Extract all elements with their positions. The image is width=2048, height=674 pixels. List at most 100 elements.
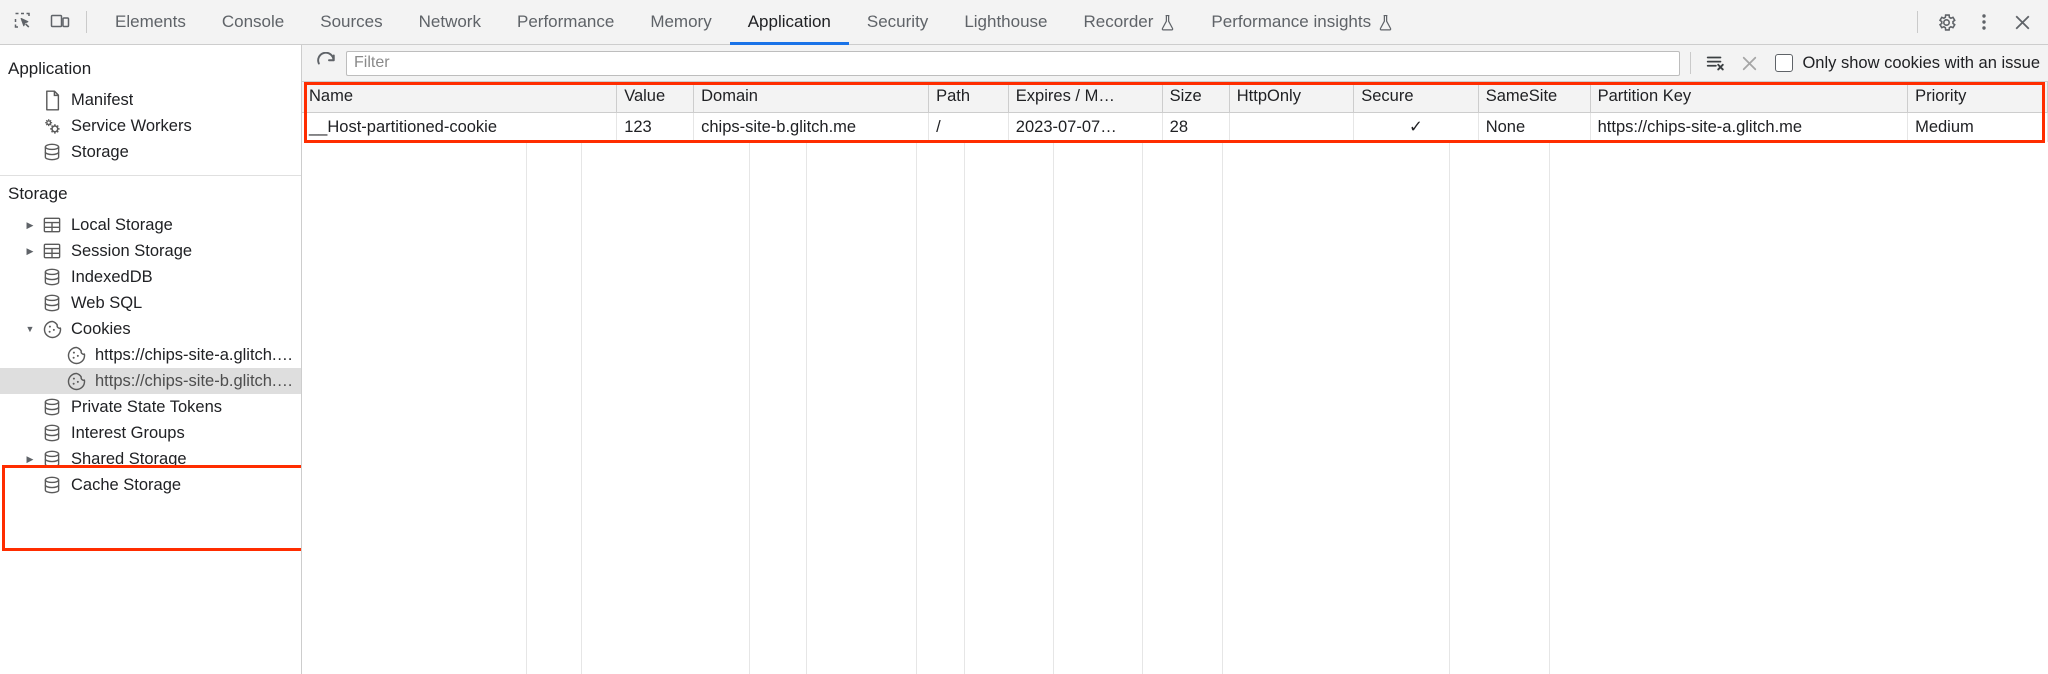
table-icon bbox=[40, 240, 64, 262]
cookie-icon bbox=[40, 318, 64, 340]
sidebar-item-local-storage[interactable]: ▶ Local Storage bbox=[0, 212, 301, 238]
close-icon[interactable] bbox=[2004, 4, 2040, 40]
sidebar-item-label: Manifest bbox=[71, 90, 134, 109]
tab-label: Application bbox=[747, 12, 831, 31]
cell-samesite: None bbox=[1478, 112, 1591, 142]
tab-console[interactable]: Console bbox=[204, 0, 302, 45]
cookie-icon bbox=[64, 344, 88, 366]
clear-cookies-icon[interactable] bbox=[1701, 49, 1729, 77]
grid-column-line bbox=[527, 143, 582, 674]
search-input[interactable] bbox=[346, 50, 1681, 76]
database-icon bbox=[40, 422, 64, 444]
column-header-secure[interactable]: Secure bbox=[1353, 82, 1479, 113]
sidebar-item-label: Storage bbox=[71, 142, 129, 161]
chevron-right-icon[interactable]: ▶ bbox=[26, 245, 34, 256]
sidebar-item-https-chips-site-a-glitch-me[interactable]: ▶https://chips-site-a.glitch.me bbox=[0, 342, 301, 368]
gears-icon bbox=[40, 115, 64, 137]
sidebar-item-manifest[interactable]: ▶Manifest bbox=[0, 87, 301, 113]
tab-security[interactable]: Security bbox=[849, 0, 946, 45]
sidebar-item-label: Interest Groups bbox=[71, 423, 185, 442]
column-header-partition-key[interactable]: Partition Key bbox=[1590, 82, 1909, 113]
cell-name: __Host-partitioned-cookie bbox=[302, 112, 618, 142]
sidebar-item-cookies[interactable]: ▼Cookies bbox=[0, 316, 301, 342]
grid-column-line bbox=[1054, 143, 1143, 674]
cell-path: / bbox=[928, 112, 1009, 142]
sidebar-section-title: Storage bbox=[8, 184, 68, 203]
only-issues-checkbox[interactable] bbox=[1775, 54, 1794, 72]
sidebar-item-storage[interactable]: ▶Storage bbox=[0, 139, 301, 165]
sidebar-item-interest-groups[interactable]: ▶Interest Groups bbox=[0, 420, 301, 446]
database-icon bbox=[40, 474, 64, 496]
grid-column-line bbox=[965, 143, 1054, 674]
tab-performance[interactable]: Performance bbox=[499, 0, 632, 45]
column-header-name[interactable]: Name bbox=[302, 82, 618, 113]
sidebar-item-https-chips-site-b-glitch-me[interactable]: ▶https://chips-site-b.glitch.me bbox=[0, 368, 301, 394]
tab-label: Sources bbox=[320, 12, 383, 31]
tab-recorder[interactable]: Recorder bbox=[1066, 0, 1194, 45]
chevron-down-icon[interactable]: ▼ bbox=[25, 324, 35, 334]
tab-lighthouse[interactable]: Lighthouse bbox=[946, 0, 1065, 45]
sidebar-item-label: https://chips-site-a.glitch.me bbox=[95, 345, 297, 364]
column-header-domain[interactable]: Domain bbox=[693, 82, 930, 113]
sidebar-item-private-state-tokens[interactable]: ▶Private State Tokens bbox=[0, 394, 301, 420]
sidebar-item-label: IndexedDB bbox=[71, 267, 153, 286]
grid-column-line bbox=[1450, 143, 1550, 674]
column-header-value[interactable]: Value bbox=[616, 82, 695, 113]
inspect-element-icon[interactable] bbox=[6, 4, 42, 40]
cookies-main-panel: Only show cookies with an issue NameValu… bbox=[302, 45, 2048, 674]
column-header-httponly[interactable]: HttpOnly bbox=[1229, 82, 1355, 113]
tab-label: Security bbox=[866, 12, 929, 31]
column-header-samesite[interactable]: SameSite bbox=[1478, 82, 1591, 113]
gear-icon[interactable] bbox=[1928, 4, 1964, 40]
only-issues-checkbox-wrap[interactable]: Only show cookies with an issue bbox=[1775, 54, 2040, 73]
cell-size: 28 bbox=[1162, 112, 1230, 142]
sidebar-item-web-sql[interactable]: ▶Web SQL bbox=[0, 290, 301, 316]
sidebar-item-label: Service Workers bbox=[71, 116, 192, 135]
filter-divider bbox=[1690, 52, 1692, 74]
toolbar-right-actions bbox=[1909, 4, 2040, 40]
cell-partitionkey: https://chips-site-a.glitch.me bbox=[1590, 112, 1909, 142]
sidebar-item-cache-storage[interactable]: ▶Cache Storage bbox=[0, 472, 301, 498]
sidebar-item-indexeddb[interactable]: ▶IndexedDB bbox=[0, 264, 301, 290]
tab-performance-insights[interactable]: Performance insights bbox=[1193, 0, 1411, 45]
sidebar-group: ▶Local Storage▶Session Storage▶IndexedDB… bbox=[0, 212, 301, 504]
clear-filter-icon[interactable] bbox=[1735, 49, 1763, 77]
tab-elements[interactable]: Elements bbox=[97, 0, 204, 45]
column-header-size[interactable]: Size bbox=[1162, 82, 1230, 113]
cookie-icon bbox=[64, 370, 88, 392]
sidebar-divider bbox=[0, 175, 301, 176]
grid-column-line bbox=[917, 143, 965, 674]
tab-label: Memory bbox=[650, 12, 712, 31]
application-sidebar: Application▶Manifest▶Service Workers▶Sto… bbox=[0, 45, 302, 674]
tab-label: Console bbox=[221, 12, 285, 31]
tab-network[interactable]: Network bbox=[401, 0, 499, 45]
chevron-right-icon[interactable]: ▶ bbox=[26, 453, 34, 464]
toolbar-divider-right bbox=[1917, 11, 1918, 33]
chevron-right-icon[interactable]: ▶ bbox=[26, 219, 34, 230]
tab-label: Performance insights bbox=[1211, 12, 1372, 31]
column-header-priority[interactable]: Priority bbox=[1907, 82, 2048, 113]
database-icon bbox=[40, 292, 64, 314]
tab-memory[interactable]: Memory bbox=[632, 0, 729, 45]
refresh-icon[interactable] bbox=[312, 49, 340, 77]
tab-application[interactable]: Application bbox=[729, 0, 850, 45]
only-issues-label: Only show cookies with an issue bbox=[1802, 53, 2040, 72]
column-header-path[interactable]: Path bbox=[928, 82, 1009, 113]
sidebar-item-shared-storage[interactable]: ▶ Shared Storage bbox=[0, 446, 301, 472]
kebab-menu-icon[interactable] bbox=[1966, 4, 2002, 40]
sidebar-item-label: Local Storage bbox=[71, 215, 173, 234]
database-icon bbox=[40, 448, 64, 470]
cell-expires: 2023-07-07… bbox=[1008, 112, 1163, 142]
sidebar-item-service-workers[interactable]: ▶Service Workers bbox=[0, 113, 301, 139]
tab-sources[interactable]: Sources bbox=[302, 0, 400, 45]
column-header-expires-m[interactable]: Expires / M… bbox=[1008, 82, 1163, 113]
toolbar-divider bbox=[86, 11, 87, 33]
sidebar-item-session-storage[interactable]: ▶Session Storage bbox=[0, 238, 301, 264]
device-toolbar-icon[interactable] bbox=[42, 4, 78, 40]
sidebar-item-label: Shared Storage bbox=[71, 449, 187, 468]
sidebar-item-label: Cache Storage bbox=[71, 475, 182, 494]
grid-column-line bbox=[807, 143, 917, 674]
